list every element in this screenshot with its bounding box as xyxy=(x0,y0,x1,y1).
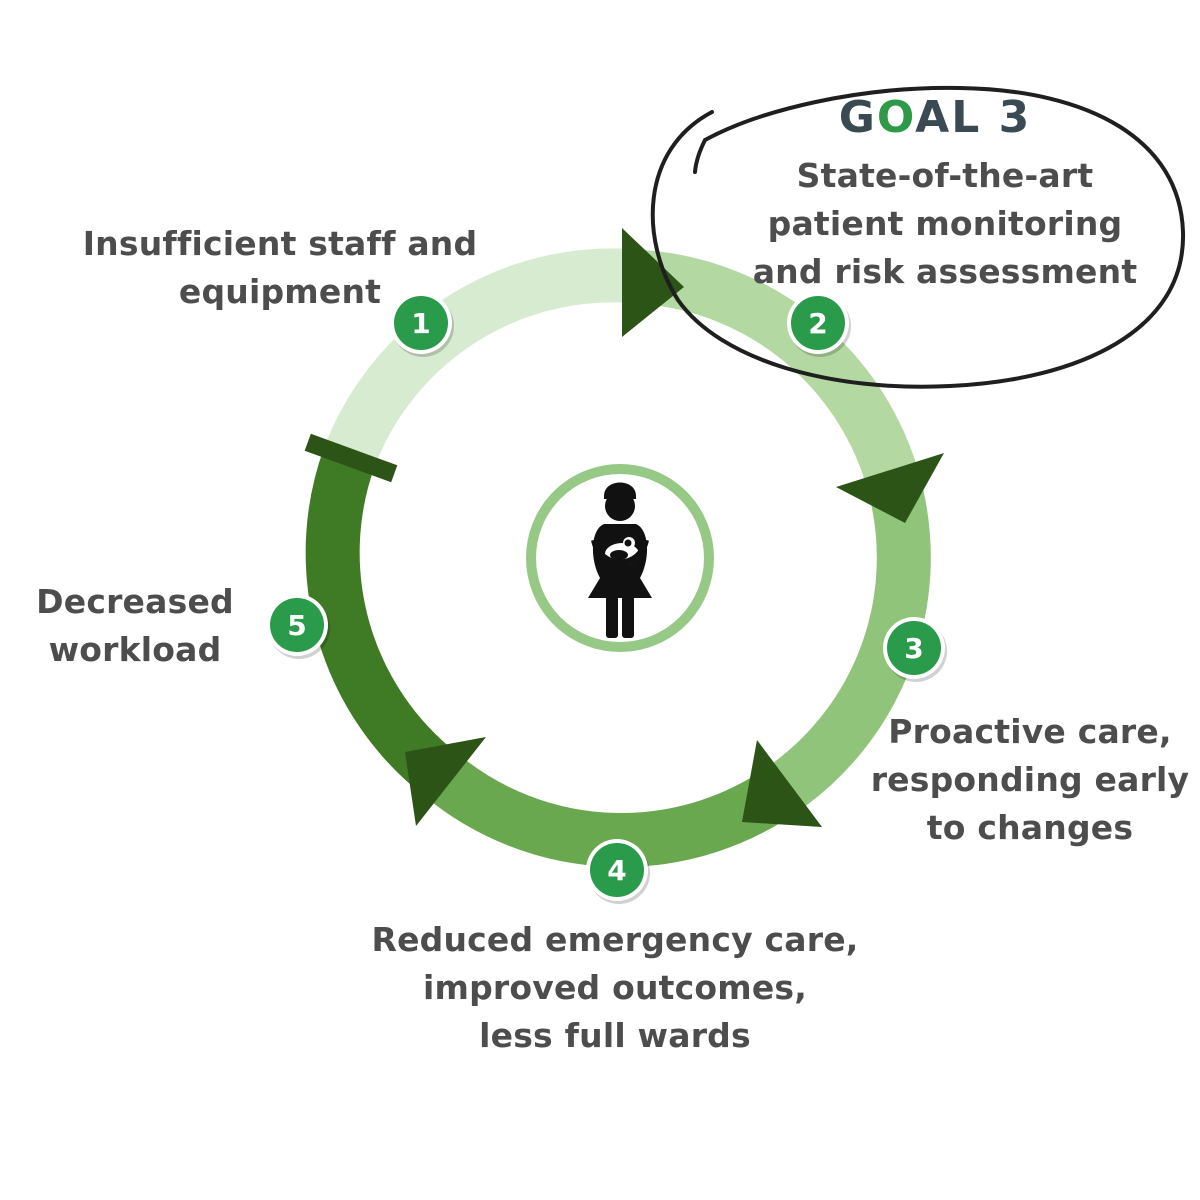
ring-segment-4 xyxy=(422,753,807,868)
nurse-holding-baby-icon xyxy=(588,482,652,638)
step-1-badge: 1 xyxy=(390,292,454,357)
ring-segment-1 xyxy=(323,248,646,468)
arrow-icon-bottom-right xyxy=(742,740,822,827)
step-2-number: 2 xyxy=(808,307,827,340)
step-4-number: 4 xyxy=(607,854,626,887)
step-4-badge: 4 xyxy=(586,839,650,904)
goal-title-g: G xyxy=(838,92,877,143)
highlight-loop xyxy=(650,85,1186,389)
step-2-label: State-of-the-art patient monitoring and … xyxy=(752,156,1138,291)
step-3-number: 3 xyxy=(904,632,923,665)
arrow-icon-bottom-left xyxy=(405,737,486,826)
goal-title: GOAL 3 xyxy=(820,92,1050,143)
step-5-label: Decreased workload xyxy=(36,582,234,669)
goal-title-suffix: AL 3 xyxy=(915,92,1032,143)
ring-segment-2 xyxy=(640,250,924,503)
cycle-start-bar xyxy=(304,433,398,483)
ring-segment-5 xyxy=(305,448,457,796)
arrow-icon-top xyxy=(622,228,684,337)
step-2-badge: 2 xyxy=(787,292,851,357)
step-3-badge: 3 xyxy=(883,617,947,682)
step-5-number: 5 xyxy=(287,609,306,642)
step-5-badge: 5 xyxy=(266,594,330,659)
arrow-icon-right xyxy=(836,453,944,523)
step-4-label: Reduced emergency care, improved outcome… xyxy=(371,920,859,1055)
goal-title-o: O xyxy=(876,92,916,143)
step-1-label: Insufficient staff and equipment xyxy=(82,224,478,311)
step-3-label: Proactive care, responding early to chan… xyxy=(870,712,1190,847)
step-1-number: 1 xyxy=(411,307,430,340)
